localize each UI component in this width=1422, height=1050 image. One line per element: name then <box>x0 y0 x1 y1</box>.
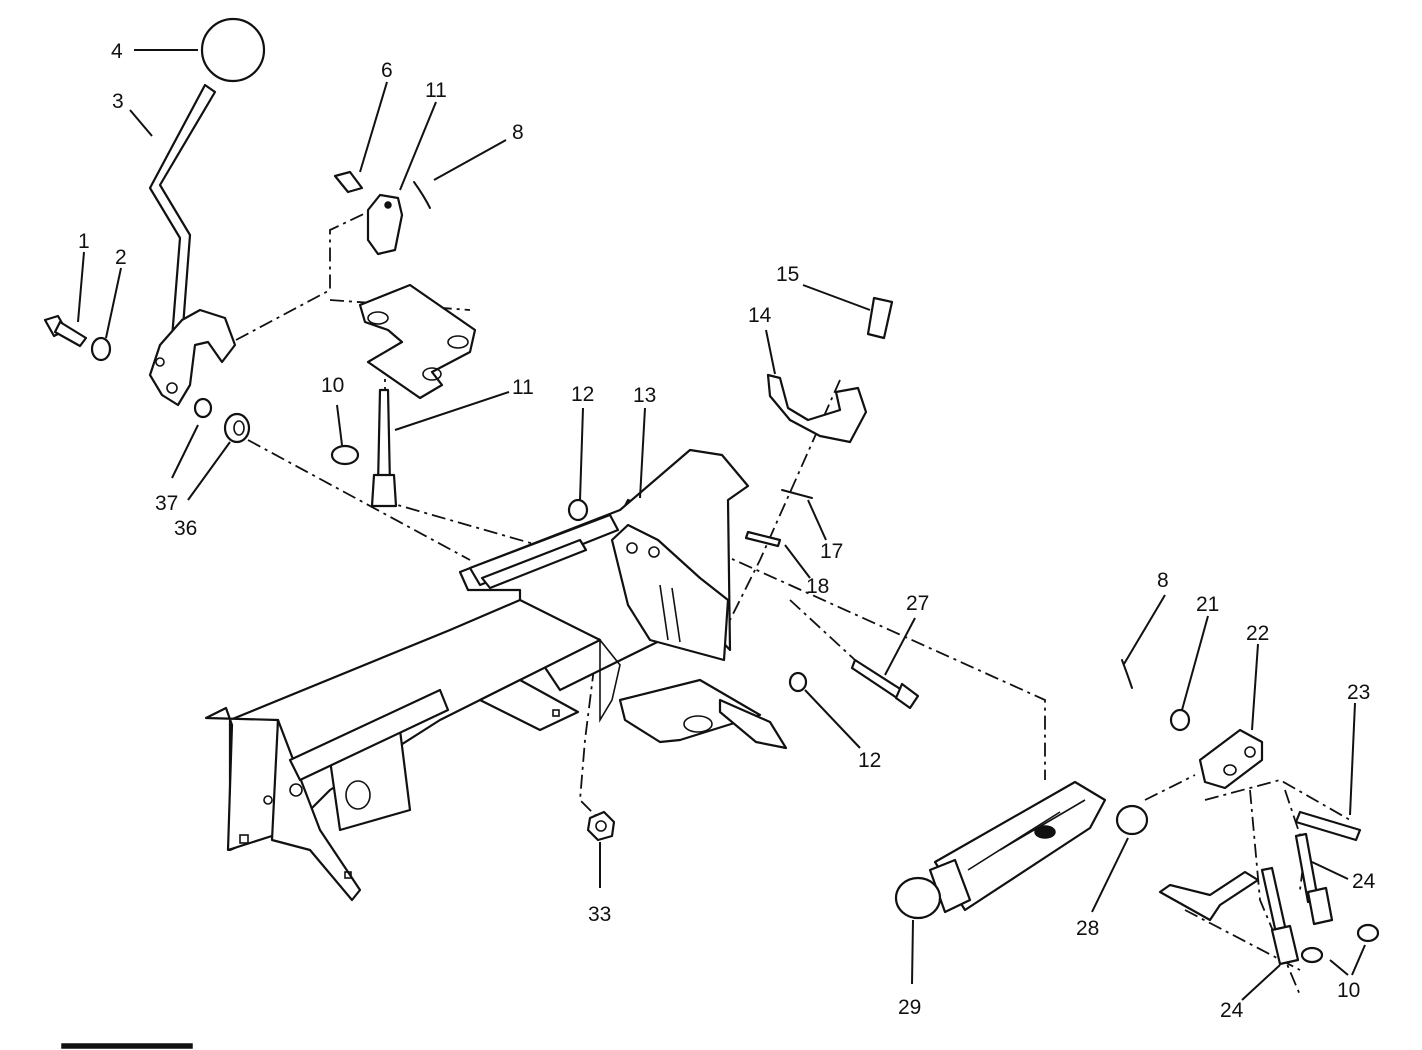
shift-lever <box>148 83 237 407</box>
clevis-pin-6 <box>333 170 364 194</box>
callout-6: 6 <box>381 59 393 82</box>
nut-37 <box>193 397 213 419</box>
pin-23 <box>1294 810 1362 842</box>
callout-4: 4 <box>111 40 123 63</box>
cotter-pin-8 <box>413 181 431 209</box>
control-plate <box>599 523 788 750</box>
callout-10-upper: 10 <box>321 374 344 397</box>
bolt-15 <box>866 296 894 340</box>
callout-18: 18 <box>806 575 829 598</box>
bolt-27 <box>850 658 920 710</box>
callout-8-lower: 8 <box>1157 569 1169 592</box>
ring-10 <box>330 444 360 466</box>
callout-labels: 4 3 1 2 6 11 8 10 11 12 13 14 15 17 18 2… <box>78 40 1376 1022</box>
threaded-rod-11 <box>370 388 398 508</box>
ring-10-b <box>1356 923 1380 943</box>
shift-knob <box>200 17 266 83</box>
main-frame <box>204 448 750 902</box>
nut-12-upper <box>567 498 589 522</box>
callout-22: 22 <box>1246 622 1269 645</box>
spacer-28 <box>1115 804 1149 836</box>
washer-2 <box>90 336 112 362</box>
bolt-1 <box>43 314 88 348</box>
callout-17: 17 <box>820 540 843 563</box>
handle-29 <box>894 780 1107 920</box>
callout-13: 13 <box>633 384 656 407</box>
callout-14: 14 <box>748 304 772 327</box>
callout-24-lower: 24 <box>1220 999 1244 1022</box>
callout-24-upper: 24 <box>1352 870 1376 893</box>
washer-36-hole <box>233 420 245 436</box>
callout-36: 36 <box>174 517 197 540</box>
callout-8-upper: 8 <box>512 121 524 144</box>
spring-clip <box>1158 870 1260 922</box>
callout-15: 15 <box>776 263 799 286</box>
washer-36 <box>223 412 251 444</box>
callout-23: 23 <box>1347 681 1370 704</box>
callout-28: 28 <box>1076 917 1099 940</box>
callout-27: 27 <box>906 592 929 615</box>
callout-2: 2 <box>115 246 127 269</box>
pin-17 <box>781 489 813 499</box>
pivot-block-22 <box>1198 728 1264 790</box>
callout-11-clevis: 11 <box>425 79 447 102</box>
nut-12-lower <box>788 671 808 693</box>
rod-24-a <box>1260 866 1300 966</box>
callout-33: 33 <box>588 903 611 926</box>
callout-12-upper: 12 <box>571 383 594 406</box>
callout-29: 29 <box>898 996 921 1019</box>
callout-10-lower: 10 <box>1337 979 1360 1002</box>
clevis-11 <box>366 193 404 256</box>
edge-mark <box>61 1043 193 1049</box>
ring-10-a <box>1300 946 1324 964</box>
callout-1: 1 <box>78 230 90 253</box>
cotter-pin-8-right <box>1121 659 1133 689</box>
washer-21 <box>1169 708 1191 732</box>
callout-11-rod: 11 <box>512 376 534 399</box>
callout-21: 21 <box>1196 593 1219 616</box>
pin-18 <box>744 530 782 548</box>
shift-plate <box>358 283 477 400</box>
callout-12-lower: 12 <box>858 749 881 772</box>
bracket-14 <box>766 373 868 444</box>
nut-33 <box>586 810 616 842</box>
callout-3: 3 <box>112 90 124 113</box>
leader-lines <box>77 49 1366 1001</box>
rod-24-b <box>1294 832 1334 926</box>
callout-37: 37 <box>155 492 178 515</box>
